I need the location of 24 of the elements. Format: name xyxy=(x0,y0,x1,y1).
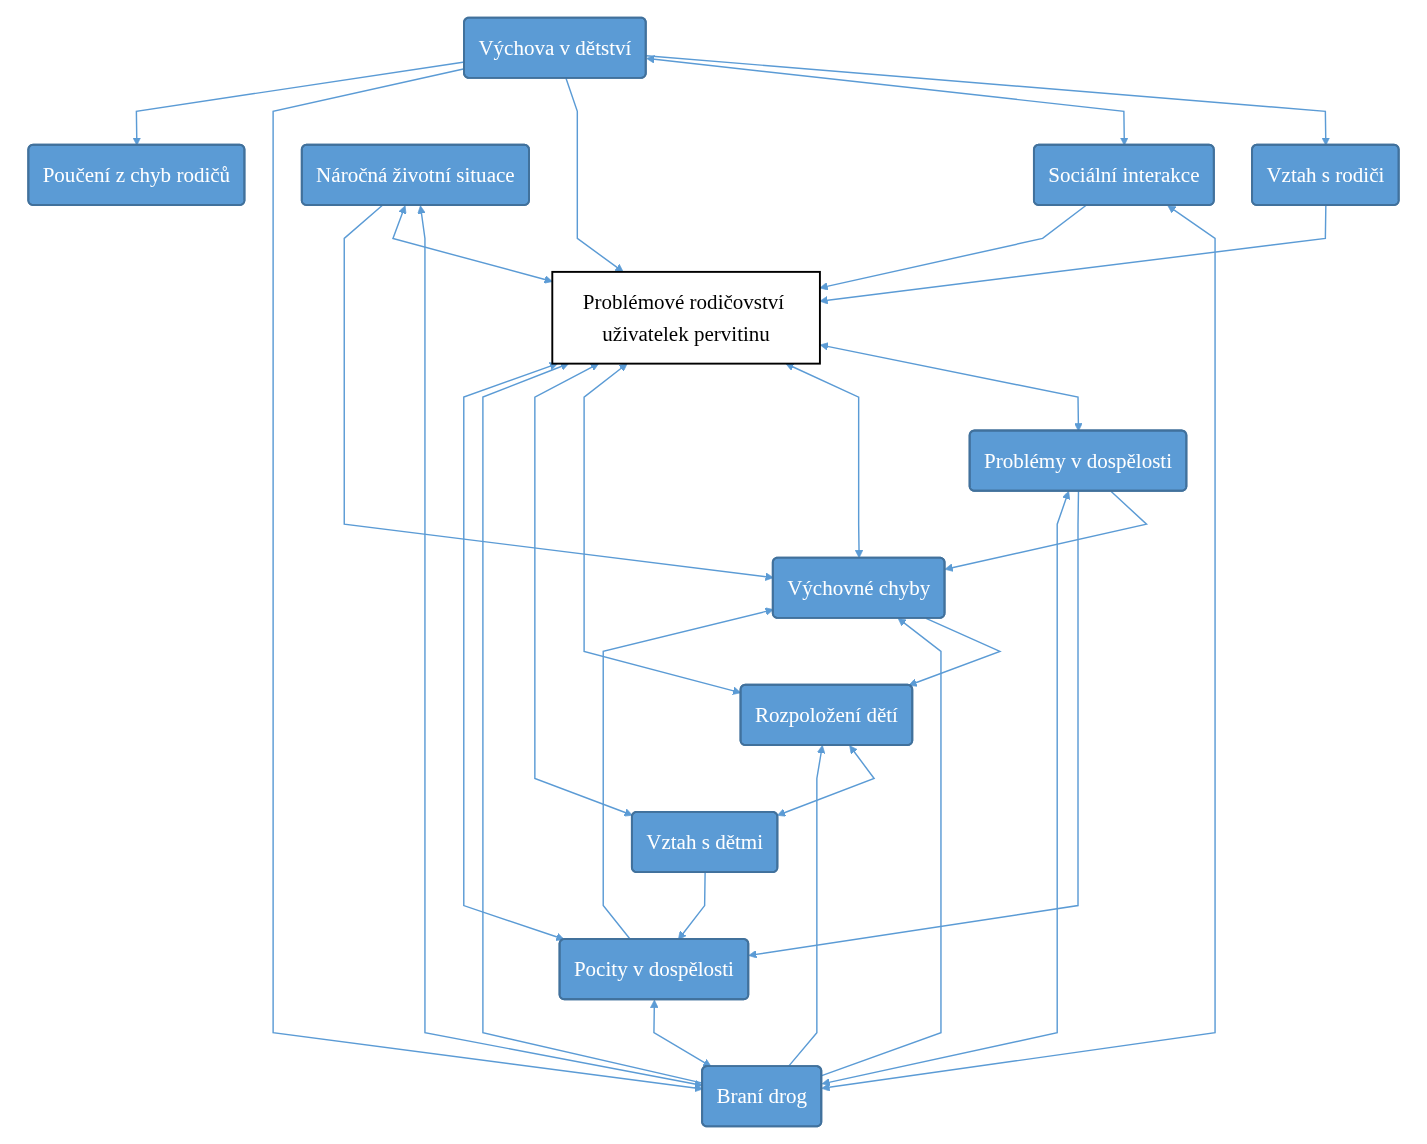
arrow xyxy=(819,204,1087,291)
arrow xyxy=(819,342,1083,432)
arrow xyxy=(463,362,565,941)
arrow xyxy=(650,999,712,1067)
arrow xyxy=(678,871,706,940)
arrow xyxy=(944,490,1148,572)
arrow xyxy=(908,617,1002,687)
arrow xyxy=(646,55,1129,146)
arrow xyxy=(748,490,1080,959)
node-box: Problémové rodičovství uživatelek pervitinu xyxy=(551,270,821,365)
arrow xyxy=(272,68,703,1093)
arrow xyxy=(534,363,633,817)
arrow xyxy=(821,490,1071,1087)
arrow xyxy=(821,205,1216,1092)
arrow xyxy=(645,55,1330,146)
arrow xyxy=(821,617,942,1077)
arrow xyxy=(819,204,1327,305)
arrow xyxy=(777,745,876,817)
arrow xyxy=(417,205,703,1089)
arrow xyxy=(785,363,864,559)
arrow xyxy=(565,77,624,273)
arrow xyxy=(482,362,704,1084)
arrow xyxy=(392,205,553,284)
arrow xyxy=(787,745,826,1068)
